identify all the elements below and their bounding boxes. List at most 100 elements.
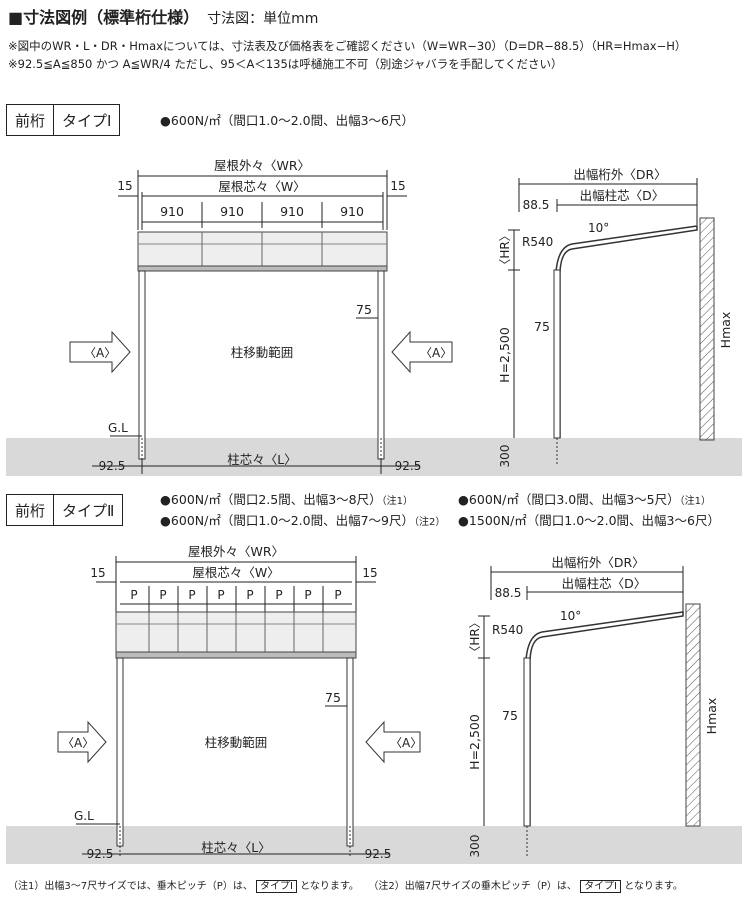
hr-label: 〈HR〉	[498, 229, 512, 270]
front-beam	[115, 651, 357, 659]
type1-ground	[6, 438, 742, 476]
post-range-label: 柱移動範囲	[231, 345, 294, 360]
angle-label: 10°	[560, 609, 581, 623]
w-label: 屋根芯々〈W〉	[192, 565, 279, 580]
type2-spec-3-text: ●600N/㎡（間口1.0〜2.0間、出幅7〜9尺）	[160, 513, 414, 528]
hr-label: 〈HR〉	[468, 616, 482, 657]
side-post	[553, 269, 561, 439]
type2-spec-4-text: ●1500N/㎡（間口1.0〜2.0間、出幅3〜6尺）	[458, 513, 720, 528]
dim-885: 88.5	[523, 198, 550, 212]
type2-front-view: 屋根外々〈WR〉 屋根芯々〈W〉 15 15 P P P P P P P P	[6, 544, 742, 864]
page-title: ■寸法図例（標準桁仕様） 寸法図：単位mm	[8, 4, 318, 28]
pitch-p: P	[246, 588, 253, 602]
type1-tag-type: タイプⅠ	[53, 105, 119, 135]
dr-label: 出幅桁外〈DR〉	[573, 167, 666, 182]
dim-15-left: 15	[117, 179, 132, 193]
note-line-2: ※92.5≦A≦850 かつ A≦WR/4 ただし、95＜A＜135は呼樋施工不…	[8, 57, 563, 71]
arrow-a-right	[391, 330, 453, 374]
type2-ground	[6, 826, 742, 864]
pitch-p: P	[275, 588, 282, 602]
post-right	[377, 270, 385, 460]
dim-15-right: 15	[362, 566, 377, 580]
side-roof-frame	[555, 225, 698, 438]
pitch-p: P	[304, 588, 311, 602]
dim-75: 75	[325, 690, 341, 705]
side-post	[523, 657, 531, 827]
dim-925-right: 92.5	[395, 459, 422, 473]
pitch-p: P	[188, 588, 195, 602]
a-label-right: 〈A〉	[420, 346, 452, 360]
a-label-left: 〈A〉	[62, 736, 94, 750]
hmax-label: Hmax	[704, 698, 719, 735]
type2-spec-2-note: （注1）	[679, 496, 711, 507]
pitch-910: 910	[220, 204, 244, 219]
dr-label: 出幅桁外〈DR〉	[551, 555, 644, 570]
gl-label: G.L	[108, 421, 128, 435]
r540-label: R540	[522, 235, 553, 249]
dim-925-left: 92.5	[99, 459, 126, 473]
type1-spec: ●600N/㎡（間口1.0〜2.0間、出幅3〜6尺）	[160, 113, 414, 128]
a-label-left: 〈A〉	[84, 346, 116, 360]
type2-tag: 前桁 タイプⅡ	[6, 494, 124, 526]
dim-75-side: 75	[534, 319, 550, 334]
type1-side-view: 出幅桁外〈DR〉 出幅柱芯〈D〉 88.5 10° R540 〈HR〉 H=2,…	[497, 167, 733, 467]
dim-75-side: 75	[502, 708, 518, 723]
type2-spec-1-text: ●600N/㎡（間口2.5間、出幅3〜8尺）	[160, 492, 382, 507]
pitch-910: 910	[340, 204, 364, 219]
side-roof-frame	[525, 611, 684, 826]
wall	[699, 217, 715, 441]
hmax-label: Hmax	[718, 312, 733, 349]
type2-side-view: 出幅桁外〈DR〉 出幅柱芯〈D〉 88.5 10° R540 〈HR〉 H=2,…	[467, 555, 719, 857]
pitch-910: 910	[160, 204, 184, 219]
type2-tag-position: 前桁	[15, 501, 46, 520]
wr-label: 屋根外々〈WR〉	[188, 544, 284, 559]
pitch-p: P	[334, 588, 341, 602]
h-label: H=2,500	[467, 714, 482, 770]
title-text: ■寸法図例（標準桁仕様）	[8, 8, 200, 27]
note-line-1: ※図中のWR・L・DR・Hmaxについては、寸法表及び価格表をご確認ください（W…	[8, 39, 687, 53]
dim-75: 75	[356, 302, 372, 317]
d-label: 出幅柱芯〈D〉	[562, 576, 647, 591]
dim-15-left: 15	[90, 566, 105, 580]
pitch-p: P	[159, 588, 166, 602]
footnote-2-text: （注2）出幅7尺サイズの垂木ピッチ（P）は、	[368, 881, 577, 892]
footnote-2-box: タイプⅠ	[580, 880, 622, 893]
type2-spec-4: ●1500N/㎡（間口1.0〜2.0間、出幅3〜6尺）	[458, 510, 720, 529]
arrow-a-left	[69, 330, 131, 374]
type2-spec-2: ●600N/㎡（間口3.0間、出幅3〜5尺）（注1）	[458, 489, 711, 508]
pitch-p: P	[130, 588, 137, 602]
unit-note: 寸法図：単位mm	[207, 11, 319, 27]
dim-300: 300	[498, 445, 512, 468]
l-label: 柱芯々〈L〉	[201, 840, 270, 855]
dim-300: 300	[468, 835, 482, 858]
arrow-a-left	[57, 720, 107, 764]
dim-925-right: 92.5	[365, 847, 392, 861]
type2-spec-2-text: ●600N/㎡（間口3.0間、出幅3〜5尺）	[458, 492, 680, 507]
dim-925-left: 92.5	[87, 847, 114, 861]
w-label: 屋根芯々〈W〉	[218, 179, 305, 194]
arrow-a-right	[365, 720, 421, 764]
post-range-label: 柱移動範囲	[205, 735, 268, 750]
type2-tag-type: タイプⅡ	[53, 495, 122, 525]
type1-front-view: 屋根外々〈WR〉 屋根芯々〈W〉 15 15 910 910 910 910 7…	[6, 158, 742, 476]
type2-spec-1-note: （注1）	[381, 496, 413, 507]
footnote-2-end: となります。	[624, 881, 683, 892]
footnote-1-text: （注1）出幅3〜7尺サイズでは、垂木ピッチ（P）は、	[8, 881, 253, 892]
type2-spec-3-note: （注2）	[414, 517, 446, 528]
dim-885: 88.5	[495, 586, 522, 600]
pitch-910: 910	[280, 204, 304, 219]
post-left	[138, 270, 146, 460]
type1-tag: 前桁 タイプⅠ	[6, 104, 121, 136]
h-label: H=2,500	[497, 327, 512, 383]
rafters	[148, 612, 324, 652]
type2-spec-1: ●600N/㎡（間口2.5間、出幅3〜8尺）（注1）	[160, 489, 413, 508]
r540-label: R540	[492, 623, 523, 637]
type2-spec-3: ●600N/㎡（間口1.0〜2.0間、出幅7〜9尺）（注2）	[160, 510, 445, 529]
type1-tag-position: 前桁	[15, 111, 46, 130]
l-label: 柱芯々〈L〉	[227, 452, 296, 467]
footnote-1-end: となります。	[300, 881, 359, 892]
a-label-right: 〈A〉	[390, 736, 422, 750]
wall	[685, 603, 701, 827]
d-label: 出幅柱芯〈D〉	[580, 188, 665, 203]
